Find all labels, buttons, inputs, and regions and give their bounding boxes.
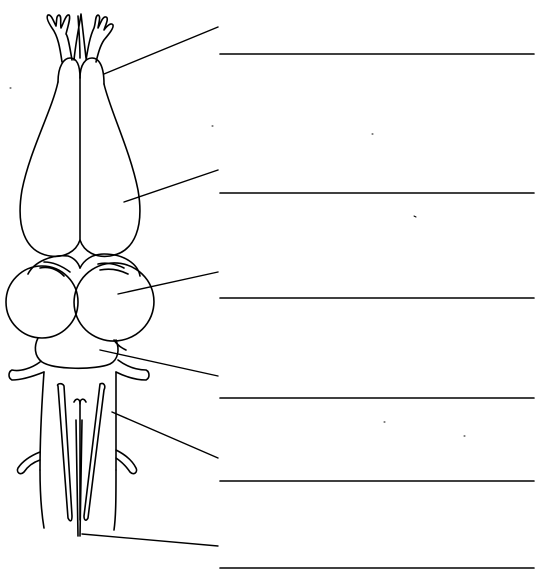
leader-line-3 bbox=[118, 272, 218, 294]
cranial-nerves bbox=[9, 340, 149, 380]
cranial-nerve-right bbox=[116, 360, 149, 380]
cerebellum bbox=[35, 338, 118, 368]
spinal-cord bbox=[17, 420, 136, 536]
spinal-nerve-left bbox=[17, 452, 40, 474]
leader-line-1 bbox=[104, 27, 218, 74]
olfactory-lobe bbox=[58, 58, 104, 84]
optic-lobe bbox=[6, 254, 161, 348]
cranial-nerve-left bbox=[9, 362, 44, 380]
leader-line-2 bbox=[124, 170, 218, 202]
leader-line-6 bbox=[82, 534, 218, 546]
leader-lines bbox=[82, 27, 218, 546]
scan-specks bbox=[10, 88, 465, 436]
answer-blanks[interactable] bbox=[220, 54, 534, 568]
cerebrum bbox=[20, 78, 140, 256]
olfactory-nerves bbox=[47, 14, 113, 62]
leader-line-5 bbox=[112, 412, 218, 458]
spinal-nerve-right bbox=[116, 450, 137, 474]
